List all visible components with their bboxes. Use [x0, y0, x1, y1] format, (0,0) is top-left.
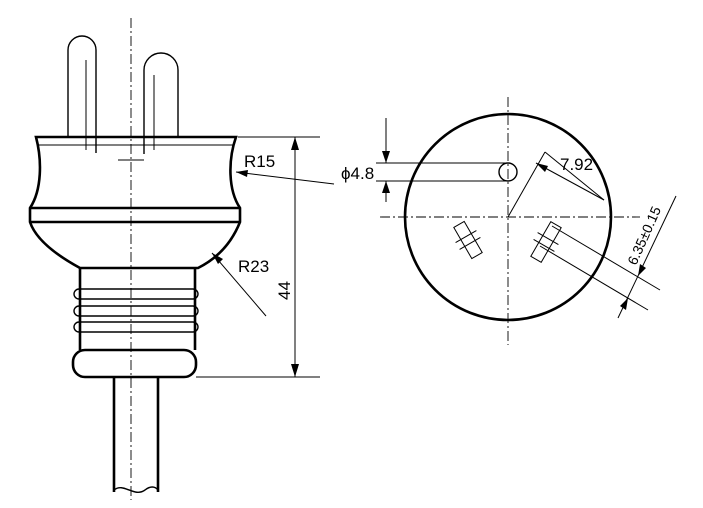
right-pin [143, 52, 179, 154]
phi-label: ϕ4.8 [341, 164, 374, 183]
plug-collar [71, 348, 198, 379]
r15-label: R15 [244, 152, 275, 171]
offset-ext-2 [544, 151, 605, 201]
plug-stem [78, 268, 197, 350]
stem-rib-2 [73, 305, 199, 317]
blade-width-label: 6.35±0.15 [624, 204, 664, 268]
left-pin [67, 35, 97, 153]
plug-head-outline [28, 135, 242, 270]
plug-front-view: ϕ4.8 7.92 6.35±0.15 [341, 97, 677, 345]
stem-rib-3 [73, 321, 199, 333]
height-label: 44 [275, 281, 294, 300]
cable-break [113, 486, 159, 493]
r15-leader [235, 171, 335, 185]
blade-ext-1 [551, 225, 661, 291]
plug-side-view: R15 R23 44 [28, 18, 335, 500]
offset-ext-1 [507, 151, 546, 218]
stem-rib-1 [73, 288, 199, 300]
left-blade-slot [453, 220, 483, 260]
offset-dim-line [535, 162, 605, 201]
right-blade-slot [530, 220, 562, 264]
r23-label: R23 [238, 257, 269, 276]
offset-label: 7.92 [560, 155, 593, 174]
blade-dim-line [617, 195, 677, 319]
blade-ext-2 [539, 245, 649, 311]
r23-leader [211, 252, 267, 317]
